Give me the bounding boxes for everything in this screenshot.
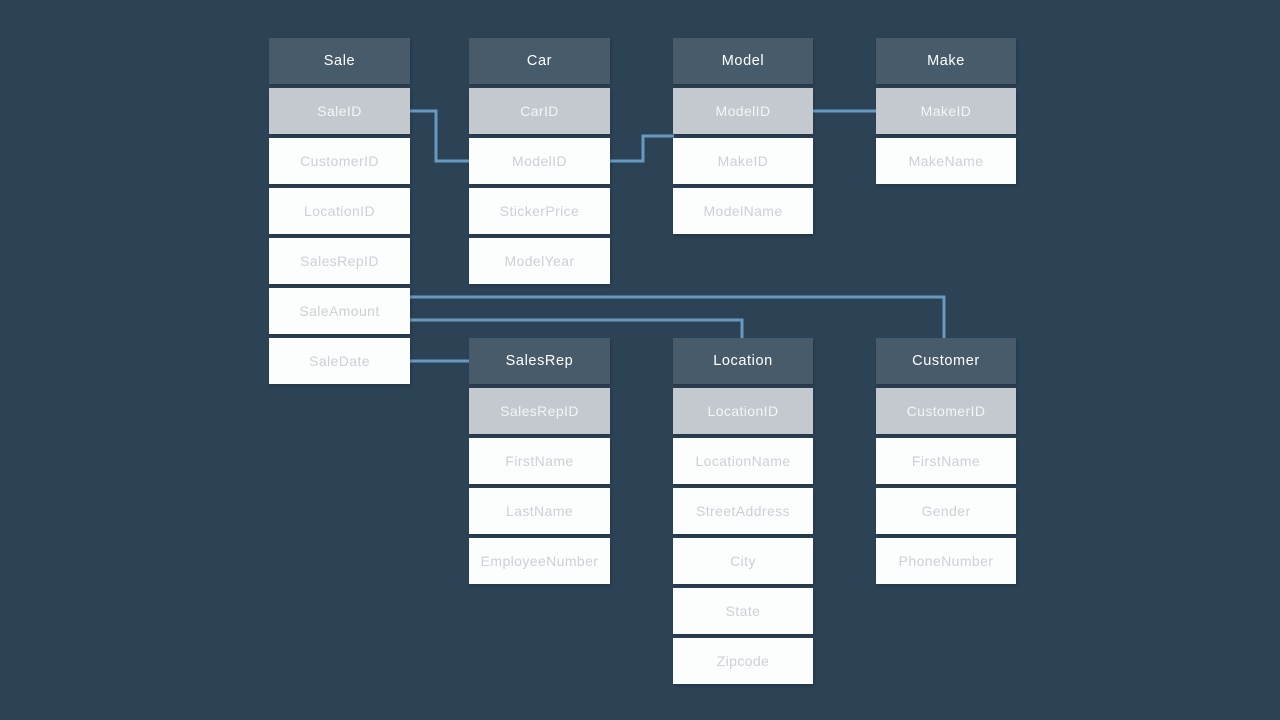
table-location: Location LocationID LocationName StreetA… (673, 338, 813, 688)
table-model: Model ModelID MakeID ModelName (673, 38, 813, 238)
field-location-city: City (673, 538, 813, 584)
field-car-carid: CarID (469, 88, 610, 134)
field-sale-saleid: SaleID (269, 88, 410, 134)
field-make-makename: MakeName (876, 138, 1016, 184)
field-location-state: State (673, 588, 813, 634)
field-sale-saledate: SaleDate (269, 338, 410, 384)
field-salesrep-employeenumber: EmployeeNumber (469, 538, 610, 584)
connector-sale-car (404, 109, 470, 163)
field-location-locationid: LocationID (673, 388, 813, 434)
table-customer: Customer CustomerID FirstName Gender Pho… (876, 338, 1016, 588)
field-location-zipcode: Zipcode (673, 638, 813, 684)
field-customer-phonenumber: PhoneNumber (876, 538, 1016, 584)
table-customer-title: Customer (876, 338, 1016, 384)
connector-car-model (604, 134, 674, 163)
field-model-makeid: MakeID (673, 138, 813, 184)
field-model-modelid: ModelID (673, 88, 813, 134)
table-make: Make MakeID MakeName (876, 38, 1016, 188)
field-make-makeid: MakeID (876, 88, 1016, 134)
table-make-title: Make (876, 38, 1016, 84)
table-salesrep-title: SalesRep (469, 338, 610, 384)
field-sale-salesrepid: SalesRepID (269, 238, 410, 284)
table-sale-title: Sale (269, 38, 410, 84)
table-car-title: Car (469, 38, 610, 84)
table-sale: Sale SaleID CustomerID LocationID SalesR… (269, 38, 410, 388)
table-model-title: Model (673, 38, 813, 84)
field-car-stickerprice: StickerPrice (469, 188, 610, 234)
field-car-modelid: ModelID (469, 138, 610, 184)
field-salesrep-lastname: LastName (469, 488, 610, 534)
field-sale-customerid: CustomerID (269, 138, 410, 184)
table-car: Car CarID ModelID StickerPrice ModelYear (469, 38, 610, 288)
field-location-locationname: LocationName (673, 438, 813, 484)
table-location-title: Location (673, 338, 813, 384)
field-customer-firstname: FirstName (876, 438, 1016, 484)
field-sale-saleamount: SaleAmount (269, 288, 410, 334)
table-salesrep: SalesRep SalesRepID FirstName LastName E… (469, 338, 610, 588)
field-model-modelname: ModelName (673, 188, 813, 234)
field-salesrep-firstname: FirstName (469, 438, 610, 484)
field-customer-customerid: CustomerID (876, 388, 1016, 434)
connector-sale-location (410, 318, 744, 338)
field-location-streetaddress: StreetAddress (673, 488, 813, 534)
field-customer-gender: Gender (876, 488, 1016, 534)
connector-sale-customer (410, 295, 946, 338)
field-salesrep-salesrepid: SalesRepID (469, 388, 610, 434)
field-sale-locationid: LocationID (269, 188, 410, 234)
field-car-modelyear: ModelYear (469, 238, 610, 284)
